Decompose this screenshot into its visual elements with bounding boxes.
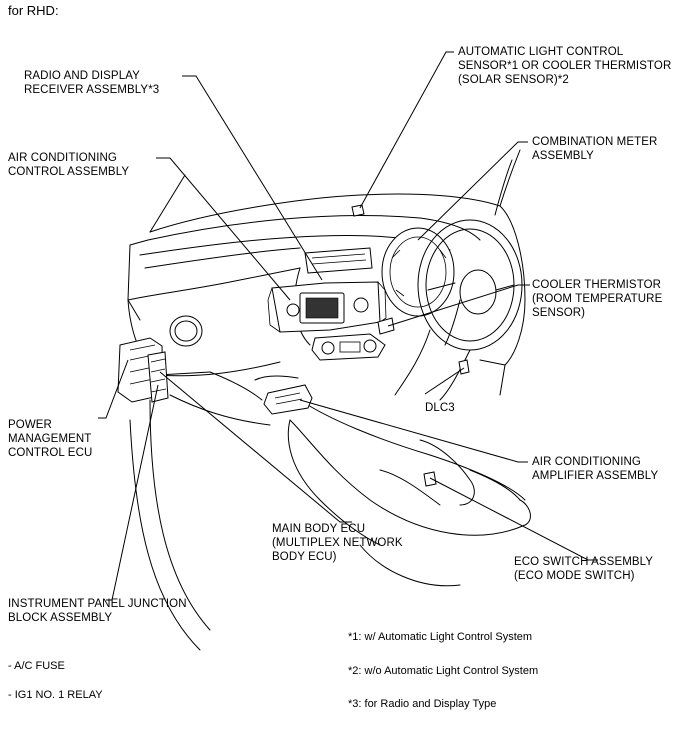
footnote-1: *1: w/ Automatic Light Control System [348,631,533,643]
label-eco-switch: ECO SWITCH ASSEMBLY (ECO MODE SWITCH) [514,556,654,582]
light-sensor-part [351,204,365,217]
ac-control-panel [311,333,386,361]
label-cooler-thermistor-room: COOLER THERMISTOR (ROOM TEMPERATURE SENS… [532,279,663,319]
dash-body-upper [127,267,301,301]
leader-ac-amplifier [299,399,528,463]
left-vent [169,315,203,347]
leader-lines [98,51,598,601]
label-combination-meter: COMBINATION METER ASSEMBLY [532,136,658,162]
leader-auto-light-sensor [359,51,454,209]
leader-main-body-ecu [159,371,352,523]
junction-block [147,351,169,403]
label-power-mgmt-ecu: POWER MANAGEMENT CONTROL ECU [8,419,93,459]
label-ac-control: AIR CONDITIONING CONTROL ASSEMBLY [8,152,130,178]
windshield-edge [149,193,501,233]
label-ip-junction-block: INSTRUMENT PANEL JUNCTION BLOCK ASSEMBLY [8,598,187,624]
dlc3-connector [458,359,470,375]
sub-item-ig1-relay: - IG1 NO. 1 RELAY [8,689,103,701]
eco-switch-part [423,471,437,487]
sub-item-ac-fuse: - A/C FUSE [8,660,65,672]
leader-cooler-thermistor [387,284,530,327]
footnote-2: *2: w/o Automatic Light Control System [348,665,539,677]
footnote-3: *3: for Radio and Display Type [348,698,497,710]
center-console [289,419,531,536]
label-main-body-ecu: MAIN BODY ECU (MULTIPLEX NETWORK BODY EC… [272,523,403,563]
leader-eco-switch [429,477,598,561]
leader-power-mgmt [98,359,129,419]
ac-amplifier-part [263,384,313,415]
dash-top-edge [147,214,481,241]
label-auto-light-sensor: AUTOMATIC LIGHT CONTROL SENSOR*1 OR COOL… [458,46,672,86]
label-dlc3: DLC3 [425,402,455,414]
a-pillar-left [127,239,149,321]
leader-dlc3 [424,367,465,395]
label-ac-amplifier: AIR CONDITIONING AMPLIFIER ASSEMBLY [532,456,659,482]
leader-junction-block [106,384,159,601]
diagram-title: for RHD: [8,3,59,18]
leader-ac-control [156,157,291,301]
cooler-thermistor-part [377,317,395,335]
label-radio-display: RADIO AND DISPLAY RECEIVER ASSEMBLY*3 [24,70,160,96]
leader-radio-display [182,75,323,281]
leader-combination-meter [417,141,528,241]
